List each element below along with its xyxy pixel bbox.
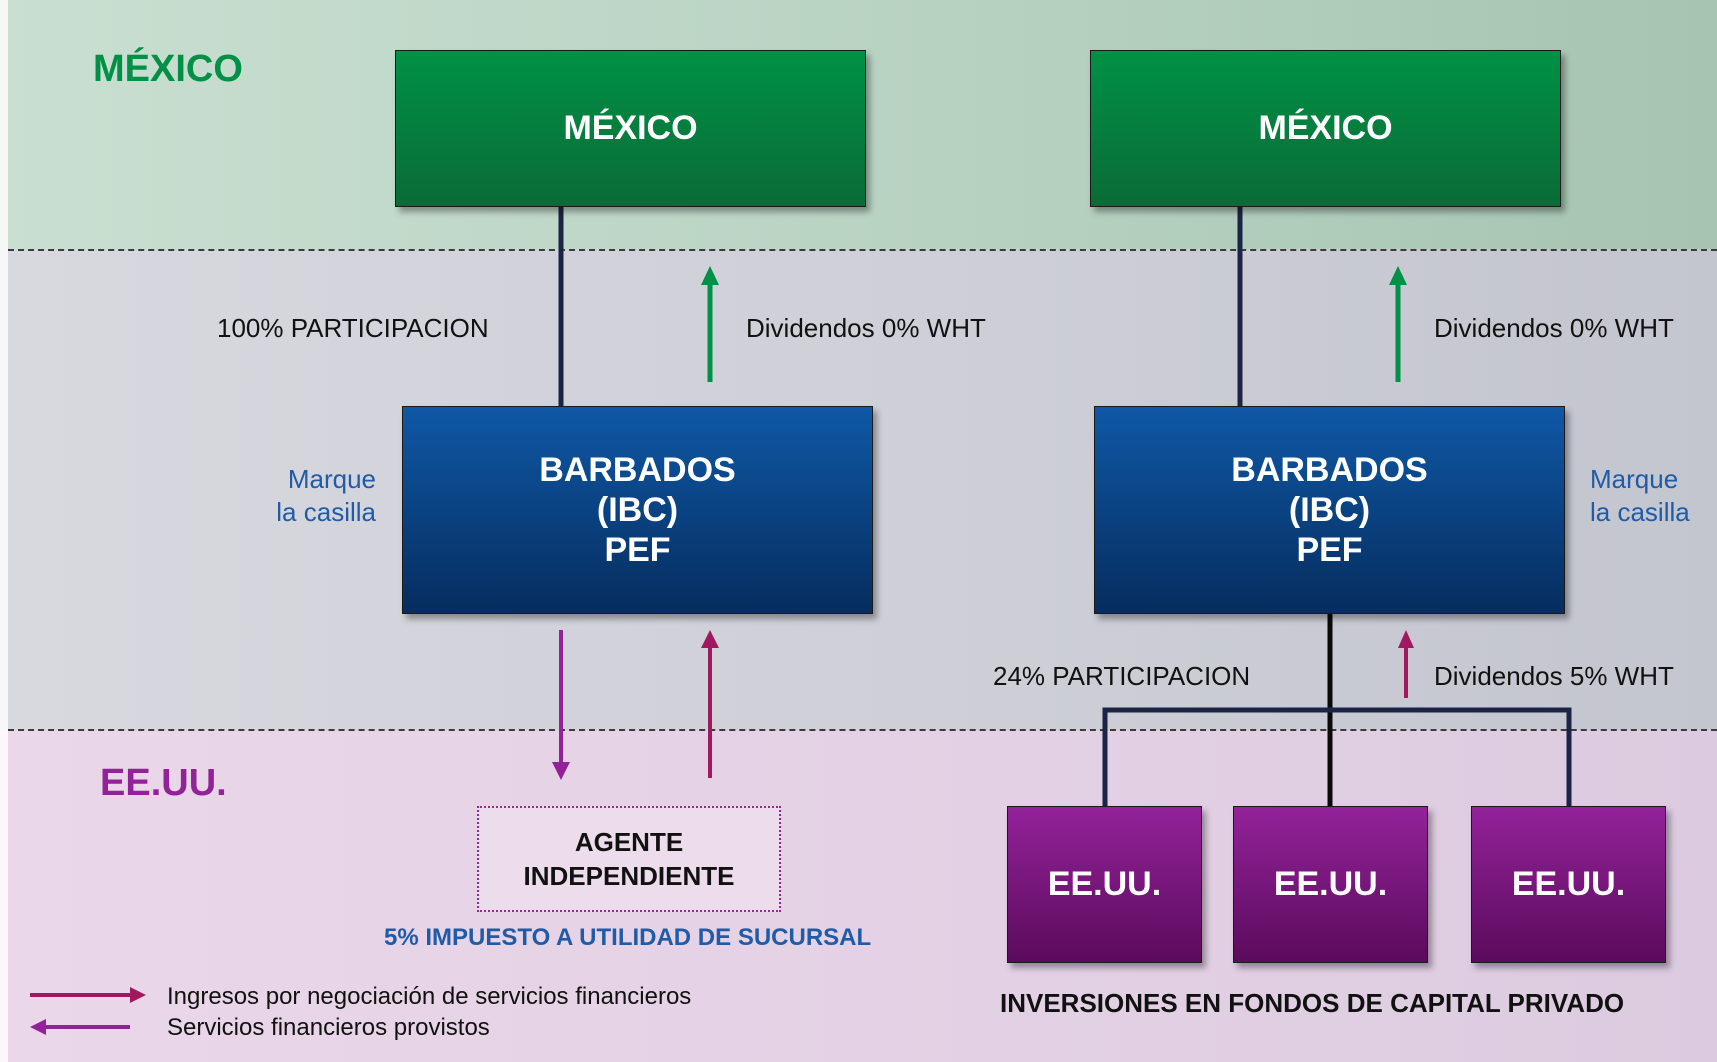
right-barbados-line-1: BARBADOS	[1231, 451, 1428, 489]
left-checkbox-label: Marque la casilla	[268, 463, 376, 529]
left-barbados-line-1: BARBADOS	[539, 451, 736, 489]
divider-top	[8, 249, 1717, 251]
us-fund-box-2: EE.UU.	[1233, 806, 1428, 963]
right-dividend-label: Dividendos 0% WHT	[1434, 313, 1674, 343]
us-fund-box-1: EE.UU.	[1007, 806, 1202, 963]
left-edge	[0, 0, 8, 1062]
agent-line-1: AGENTE	[574, 827, 684, 857]
left-dividend-arrowhead	[701, 266, 719, 285]
region-label-usa: EE.UU.	[100, 762, 227, 804]
us-fund-label-3: EE.UU.	[1511, 865, 1626, 903]
dividend-5-arrowhead	[1398, 630, 1414, 648]
agent-line-2: INDEPENDIENTE	[523, 861, 735, 891]
us-fund-label-1: EE.UU.	[1047, 865, 1162, 903]
right-barbados-line-3: PEF	[1296, 531, 1363, 569]
fund-branch-line	[1102, 707, 1572, 806]
right-checkbox-label: Marque la casilla	[1590, 463, 1710, 529]
right-dividend-arrowhead	[1389, 266, 1407, 285]
us-fund-label-2: EE.UU.	[1273, 865, 1388, 903]
left-mexico-box: MÉXICO	[395, 50, 866, 207]
legend-services-label: Servicios financieros provistos	[167, 1014, 490, 1041]
region-label-mexico: MÉXICO	[93, 48, 243, 90]
left-barbados-line-3: PEF	[604, 531, 671, 569]
usa-band	[0, 730, 1717, 1062]
funds-caption: INVERSIONES EN FONDOS DE CAPITAL PRIVADO	[1000, 988, 1625, 1018]
legend-income-arrowhead	[130, 987, 146, 1003]
left-mexico-box-label: MÉXICO	[563, 109, 698, 147]
right-mexico-box: MÉXICO	[1090, 50, 1561, 207]
right-participation-label: 24% PARTICIPACION	[993, 661, 1251, 691]
divider-bottom	[8, 729, 1717, 731]
right-barbados-line-2: (IBC)	[1288, 491, 1371, 529]
left-barbados-box: BARBADOS (IBC) PEF	[402, 406, 873, 614]
left-checkbox-line-1: Marque	[287, 464, 376, 494]
left-participation-label: 100% PARTICIPACION	[217, 313, 489, 343]
us-fund-box-3: EE.UU.	[1471, 806, 1666, 963]
independent-agent-box: AGENTE INDEPENDIENTE	[477, 806, 781, 912]
legend-services-arrowhead	[30, 1019, 46, 1035]
right-mexico-box-label: MÉXICO	[1258, 109, 1393, 147]
left-barbados-line-2: (IBC)	[596, 491, 679, 529]
left-checkbox-line-2: la casilla	[276, 497, 376, 527]
legend-income-label: Ingresos por negociación de servicios fi…	[167, 983, 692, 1010]
income-arrowhead	[701, 630, 719, 648]
right-barbados-box: BARBADOS (IBC) PEF	[1094, 406, 1565, 614]
branch-tax-label: 5% IMPUESTO A UTILIDAD DE SUCURSAL	[384, 924, 872, 951]
right-checkbox-line-1: Marque	[1590, 464, 1679, 494]
services-arrowhead	[552, 762, 570, 780]
right-checkbox-line-2: la casilla	[1590, 497, 1690, 527]
left-dividend-label: Dividendos 0% WHT	[746, 313, 986, 343]
right-dividend-us-label: Dividendos 5% WHT	[1434, 661, 1674, 691]
